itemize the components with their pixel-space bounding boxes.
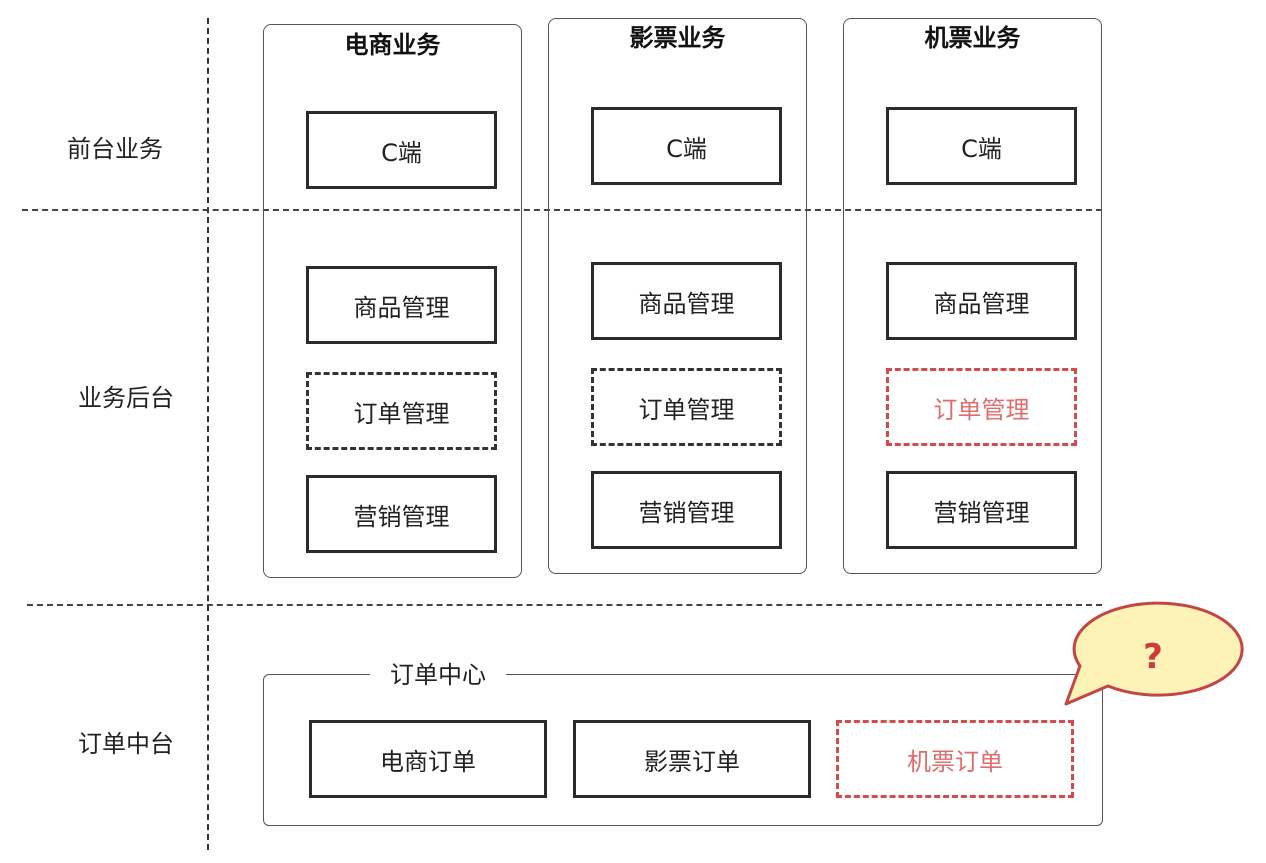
order-item-ecommerce: 电商订单 [309,720,547,798]
vertical-divider [207,18,209,850]
question-callout: ? [1064,601,1244,706]
module-order-management: 订单管理 [591,368,782,446]
column-title: 影票业务 [629,24,726,52]
module-order-management-highlighted: 订单管理 [886,368,1077,446]
business-column-ecommerce [263,24,522,578]
column-title: 机票业务 [924,24,1021,52]
module-order-management: 订单管理 [306,372,497,450]
client-box: C端 [591,107,782,185]
layer-label-middle: 订单中台 [78,730,174,758]
callout-question-mark: ? [1143,637,1163,677]
module-marketing-management: 营销管理 [886,471,1077,549]
business-column-movie [548,18,807,574]
divider-backend-middle [27,604,1102,606]
layer-label-backend: 业务后台 [78,384,174,412]
callout-bubble-icon [1064,601,1244,706]
divider-front-backend [22,209,1102,211]
order-center-frame [263,674,1103,826]
module-product-management: 商品管理 [591,262,782,340]
layer-label-front: 前台业务 [67,135,163,163]
business-column-flight [843,18,1102,574]
client-box: C端 [886,107,1077,185]
module-marketing-management: 营销管理 [591,471,782,549]
module-marketing-management: 营销管理 [306,475,497,553]
module-product-management: 商品管理 [306,266,497,344]
column-title: 电商业务 [344,31,441,59]
order-item-movie: 影票订单 [573,720,811,798]
client-box: C端 [306,111,497,189]
order-center-title: 订单中心 [370,660,506,690]
order-item-flight-highlighted: 机票订单 [836,720,1074,798]
module-product-management: 商品管理 [886,262,1077,340]
